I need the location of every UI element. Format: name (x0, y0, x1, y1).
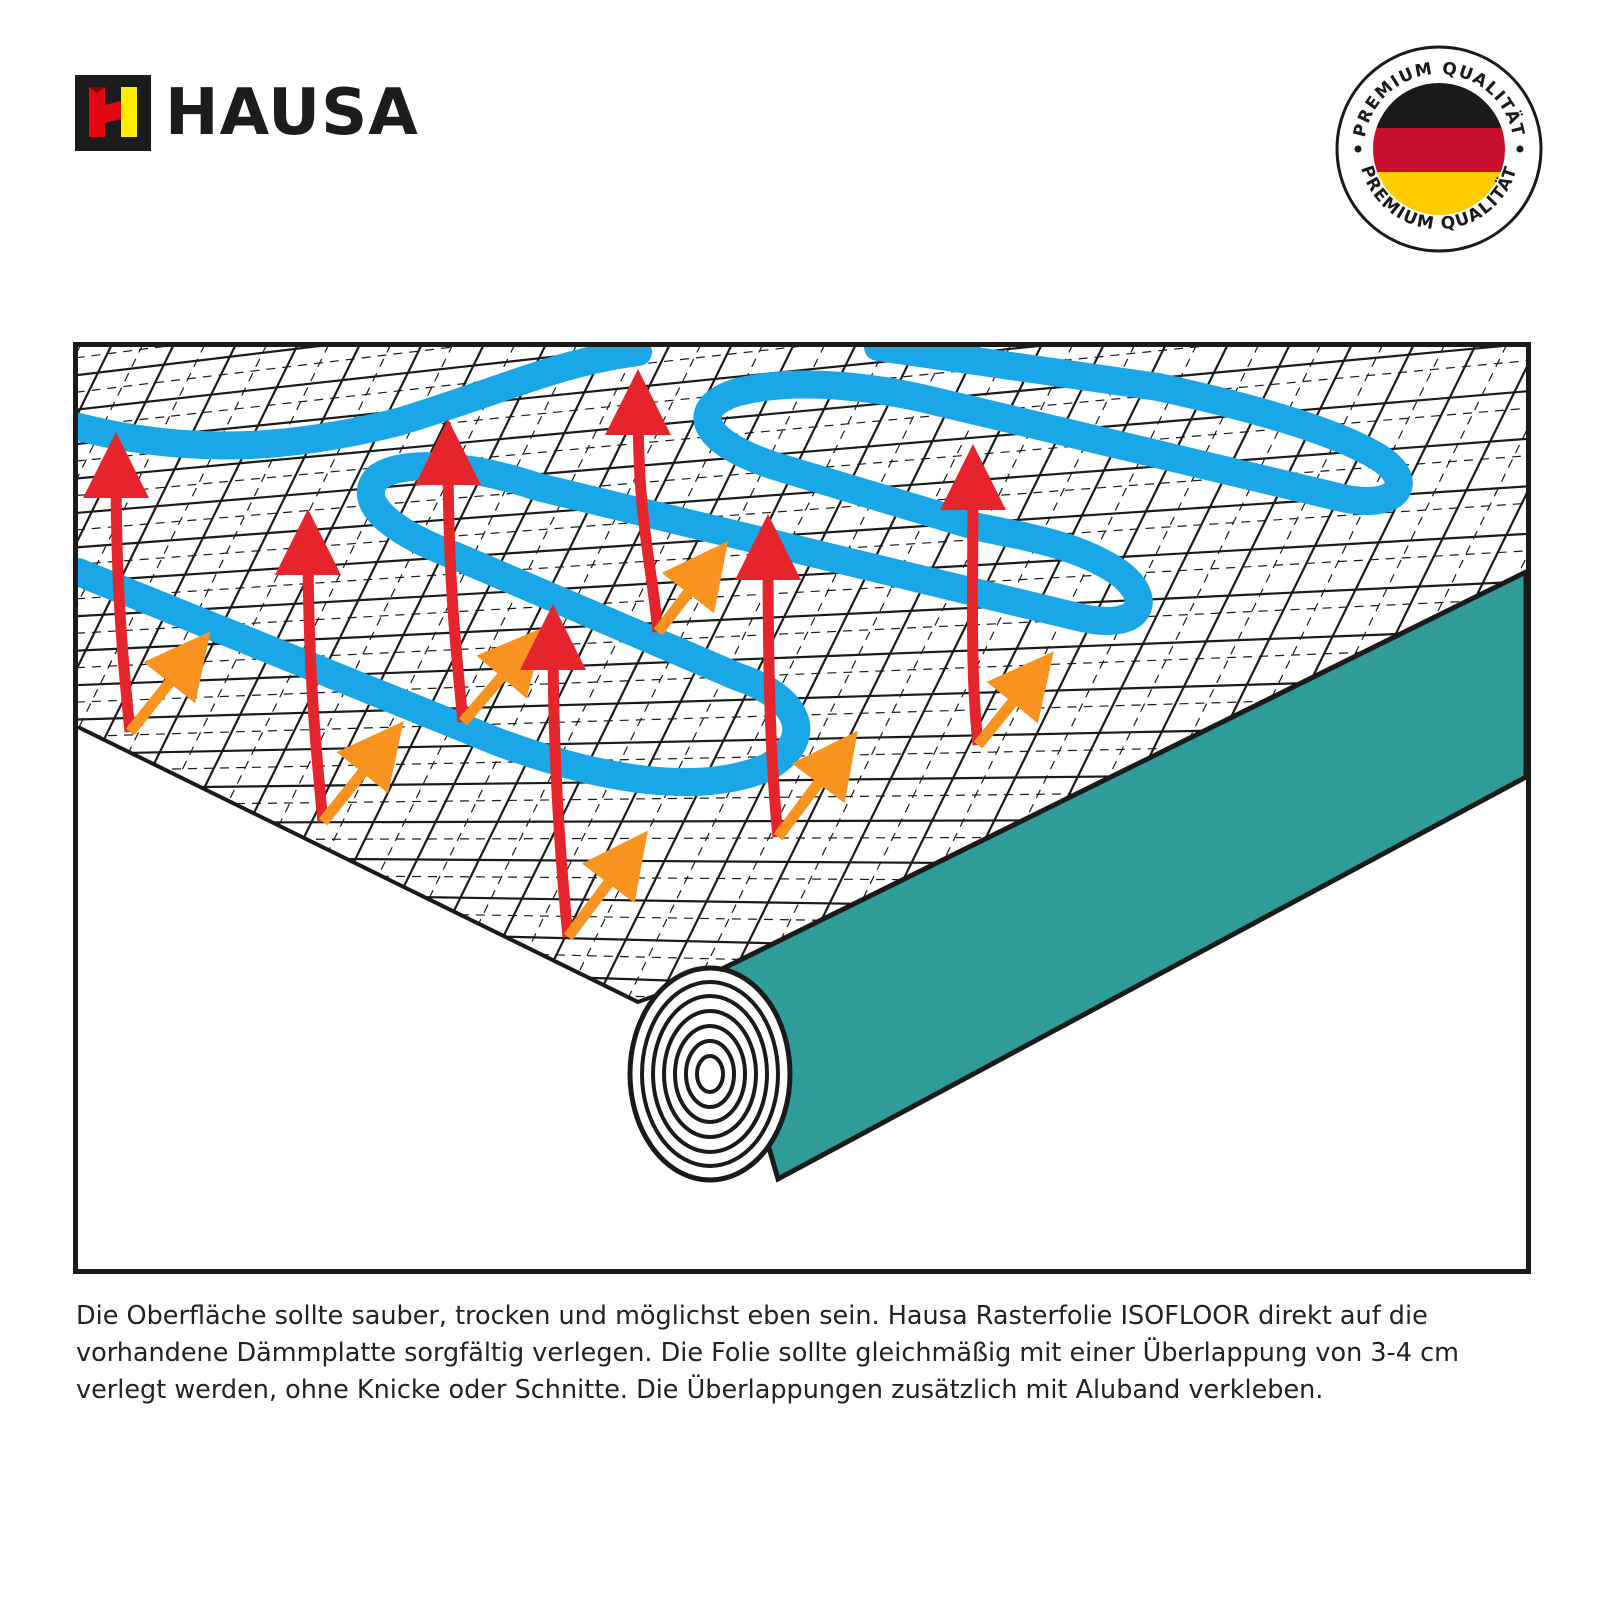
heat-reflection-arrows (83, 369, 1054, 941)
heating-pipe (78, 347, 1413, 797)
hausa-logo: HAUSA (75, 75, 419, 151)
german-flag-seal-icon: PREMIUM QUALITÄT PREMIUM QUALITÄT (1335, 45, 1543, 253)
heating-foil-roll-diagram-icon (78, 347, 1526, 1183)
brand-name: HAUSA (165, 76, 419, 150)
illustration-frame (73, 342, 1531, 1274)
installation-instructions: Die Oberfläche sollte sauber, trocken un… (76, 1301, 1459, 1405)
foil-roll (627, 569, 1526, 1183)
hausa-h-logo-icon (75, 75, 151, 151)
